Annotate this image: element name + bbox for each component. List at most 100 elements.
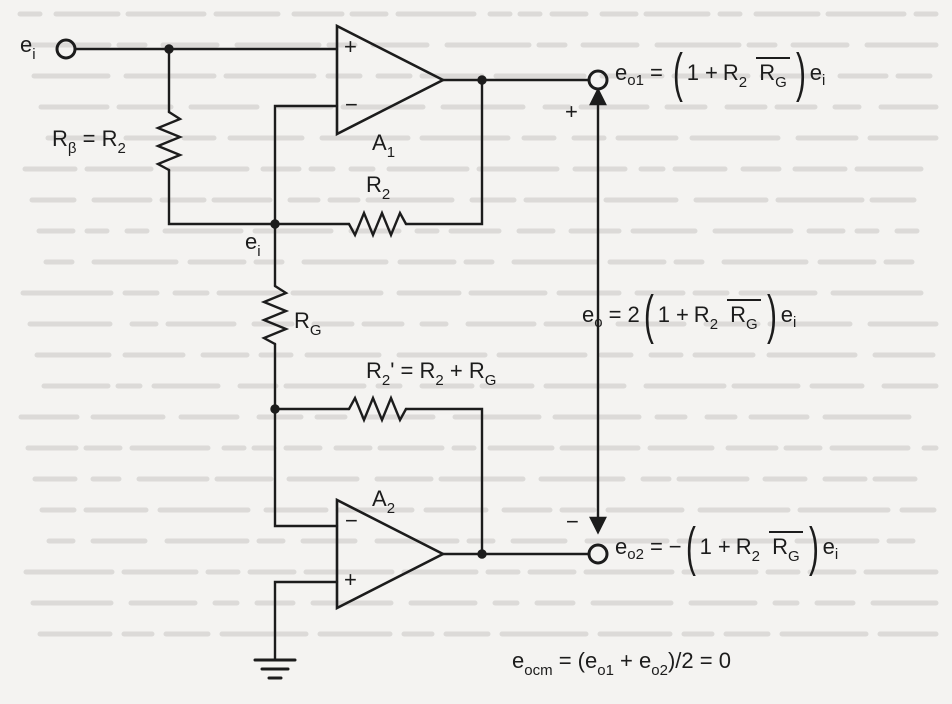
r2prime-r2: R	[419, 358, 436, 383]
eo2-den-sub: G	[788, 548, 800, 565]
r2prime-wire-right	[404, 407, 484, 556]
rg-resistor	[260, 284, 290, 346]
eo2-e: e	[615, 534, 628, 559]
rg-label: RG	[294, 308, 322, 339]
eo2-paren-right: )	[808, 517, 819, 577]
a1-plus-sign: +	[344, 34, 357, 59]
node-ei-label: ei	[245, 229, 261, 260]
eo1-eq: =	[649, 60, 663, 85]
eo-e: e	[582, 302, 595, 327]
r2-feedback-wire-right	[404, 78, 484, 226]
r2prime-rg-sub: G	[484, 372, 497, 389]
eo1-paren-left: (	[672, 43, 683, 103]
eocm-e1: e	[585, 648, 598, 673]
a2-index: 2	[386, 500, 396, 517]
eo1-den-sub: G	[775, 74, 787, 91]
r2prime-resistor	[347, 394, 408, 424]
eo2-den-r: R	[772, 534, 788, 559]
eo2-ei-sub: i	[834, 545, 839, 563]
r2-sub: 2	[381, 186, 391, 203]
eo2-num-sub: 2	[751, 548, 760, 565]
eo-ei: e	[780, 302, 793, 327]
eo2-sub: o2	[627, 545, 644, 563]
eo-num-r: R	[693, 302, 710, 327]
eocm-e2-sub: o2	[651, 662, 668, 679]
eocm-plus: +	[613, 648, 640, 673]
eocm-e2: e	[639, 648, 652, 673]
rbeta-r: R	[52, 126, 68, 151]
input-terminal	[55, 38, 77, 60]
eo1-paren-right: )	[795, 43, 806, 103]
opamp-a2	[335, 497, 446, 611]
eo1-den-r: R	[759, 60, 776, 85]
eo2-fraction: R2 RG	[733, 531, 803, 564]
eo1-fraction: R2 RG	[720, 57, 790, 90]
r2prime-prime: '	[390, 358, 395, 383]
eo1-ei-sub: i	[822, 71, 826, 89]
rbeta-wire-bottom	[167, 168, 277, 226]
junction-dot	[477, 549, 487, 559]
rbeta-eq: =	[76, 126, 102, 151]
eo2-eq: =	[649, 534, 663, 559]
r2-label: R2	[366, 172, 390, 203]
eo-two: 2	[627, 302, 640, 327]
rg-r: R	[294, 308, 310, 333]
rbeta-r2-sub: 2	[117, 140, 126, 157]
eo1-plus: +	[705, 60, 718, 85]
r2prime-r: R	[366, 358, 382, 383]
input-label: ei	[20, 34, 36, 63]
eo-eq: =	[608, 302, 622, 327]
r2prime-sub: 2	[381, 372, 391, 389]
output-minus-sign: −	[566, 509, 579, 534]
a1-label: A1	[372, 130, 395, 161]
opamp-a1	[335, 23, 446, 137]
eo-den-r: R	[730, 302, 747, 327]
eo-fraction: R2 RG	[691, 299, 761, 332]
a2-label: A2	[372, 488, 395, 517]
node-ei-sub: i	[257, 243, 261, 260]
node-ei-e: e	[245, 229, 258, 254]
r2prime-label: R2' = R2 + RG	[366, 358, 496, 389]
eo2-paren-left: (	[685, 517, 696, 577]
eocm-eq: = (	[552, 648, 585, 673]
rbeta-label: Rβ = R2	[52, 126, 126, 157]
eo1-e: e	[615, 60, 628, 85]
a1-letter: A	[372, 130, 387, 155]
rbeta-r2: R	[101, 126, 118, 151]
a2-minus-sign: −	[345, 508, 358, 533]
eo2-ei: e	[822, 534, 835, 559]
a2-plus-sign: +	[344, 567, 357, 592]
eocm-tail: )/2 = 0	[667, 648, 731, 673]
rg-wire-bottom	[273, 342, 339, 528]
eo-den-sub: G	[746, 316, 758, 333]
ground-icon	[253, 658, 297, 680]
eo-ei-sub: i	[792, 313, 797, 331]
r2-feedback-resistor	[347, 209, 408, 239]
eo-paren-right: )	[766, 285, 777, 345]
eocm-sub: ocm	[524, 662, 553, 679]
equation-eocm: eocm = (eo1 + eo2)/2 = 0	[512, 648, 731, 679]
eo2-plus: +	[717, 534, 731, 559]
input-label-sub: i	[32, 46, 36, 63]
eo-sub: o	[594, 313, 603, 331]
r2prime-r2-sub: 2	[435, 372, 444, 389]
a1-index: 1	[386, 144, 396, 161]
eo1-num-sub: 2	[738, 74, 748, 91]
r2prime-rg: R	[468, 358, 485, 383]
eo-paren-left: (	[643, 285, 654, 345]
eo2-one: 1	[699, 534, 712, 559]
eo2-minus: −	[668, 534, 682, 559]
rbeta-resistor	[154, 110, 184, 172]
a2-noninverting-wire	[273, 580, 339, 662]
eocm-e1-sub: o1	[597, 662, 614, 679]
a1-inverting-wire	[273, 104, 339, 226]
eo-one: 1	[657, 302, 670, 327]
a1-minus-sign: −	[345, 92, 358, 117]
eo2-num-r: R	[735, 534, 752, 559]
r2-r: R	[366, 172, 382, 197]
